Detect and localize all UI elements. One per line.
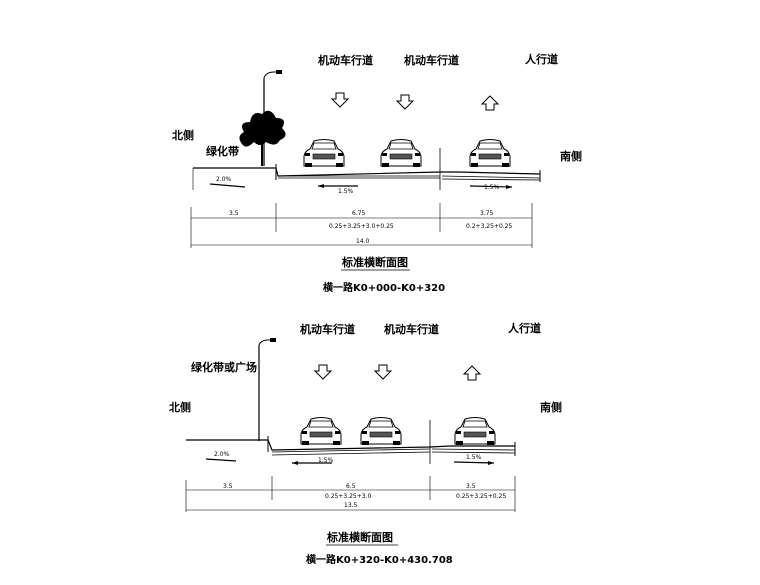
south-label: 南侧 [560, 149, 582, 163]
arrow-down-icon [396, 94, 414, 110]
road-profile [192, 148, 541, 190]
dim-total: 13.5 [344, 502, 358, 509]
north-label: 北侧 [172, 128, 194, 142]
car-icon [380, 139, 422, 168]
arrow-up-icon [463, 365, 481, 381]
slope-arrow-icon [209, 183, 246, 188]
dim-right-sub: 0.25+3.25+0.25 [456, 493, 506, 500]
arrow-down-icon [314, 364, 332, 380]
dim-right: 3.5 [466, 483, 476, 490]
section-2: 机动车行道 机动车行道 人行道 绿化带或广场 北侧 南侧 [169, 321, 562, 566]
lane-label-1: 机动车行道 [300, 322, 355, 336]
slope-left: 2.0% [214, 451, 230, 458]
slope-arrow-icon [205, 458, 237, 462]
section-1: 机动车行道 机动车行道 人行道 北侧 绿化带 南侧 [172, 52, 582, 294]
arrow-up-icon [481, 95, 499, 111]
dim-mid-sub: 0.25+3.25+3.0+0.25 [329, 223, 394, 230]
dim-left: 3.5 [223, 483, 233, 490]
dimension-lines [190, 203, 533, 248]
dim-right-sub: 0.2+3.25+0.25 [466, 223, 512, 230]
slope-arrow-icon [469, 185, 513, 188]
arrow-down-icon [374, 364, 392, 380]
slope-left: 2.0% [216, 176, 232, 183]
slope-right: 1.5% [466, 454, 482, 461]
car-icon [303, 139, 345, 168]
green-belt-label: 绿化带 [206, 144, 239, 158]
lane-label-3: 人行道 [525, 52, 558, 66]
dim-mid: 6.5 [346, 483, 356, 490]
arrow-down-icon [331, 92, 349, 108]
green-square-label: 绿化带或广场 [191, 360, 257, 374]
dim-mid-sub: 0.25+3.25+3.0 [325, 493, 371, 500]
lane-label-2: 机动车行道 [404, 53, 459, 67]
slope-arrow-icon [453, 461, 495, 464]
dim-total: 14.0 [356, 238, 370, 245]
dim-mid: 6.75 [352, 210, 366, 217]
south-label: 南侧 [540, 400, 562, 414]
dimension-lines [185, 476, 516, 512]
car-icon [360, 417, 402, 446]
dim-left: 3.5 [229, 210, 239, 217]
car-icon [454, 417, 496, 446]
lane-label-1: 机动车行道 [318, 53, 373, 67]
road-profile [186, 420, 516, 464]
dim-right: 3.75 [480, 210, 494, 217]
car-icon [300, 417, 342, 446]
slope-mid: 1.5% [318, 457, 334, 464]
section-caption: 标准横断面图 [341, 255, 408, 269]
section-subcaption: 横一路K0+000-K0+320 [323, 281, 445, 294]
north-label: 北侧 [169, 400, 191, 414]
lane-label-2: 机动车行道 [384, 322, 439, 336]
slope-mid: 1.5% [338, 188, 354, 195]
section-caption: 标准横断面图 [326, 530, 393, 544]
section-subcaption: 横一路K0+320-K0+430.708 [306, 553, 453, 566]
slope-right: 1.5% [484, 184, 500, 191]
lane-label-3: 人行道 [508, 321, 541, 335]
tree-icon [238, 109, 287, 167]
street-lamp-icon [258, 338, 276, 441]
car-icon [469, 139, 511, 168]
